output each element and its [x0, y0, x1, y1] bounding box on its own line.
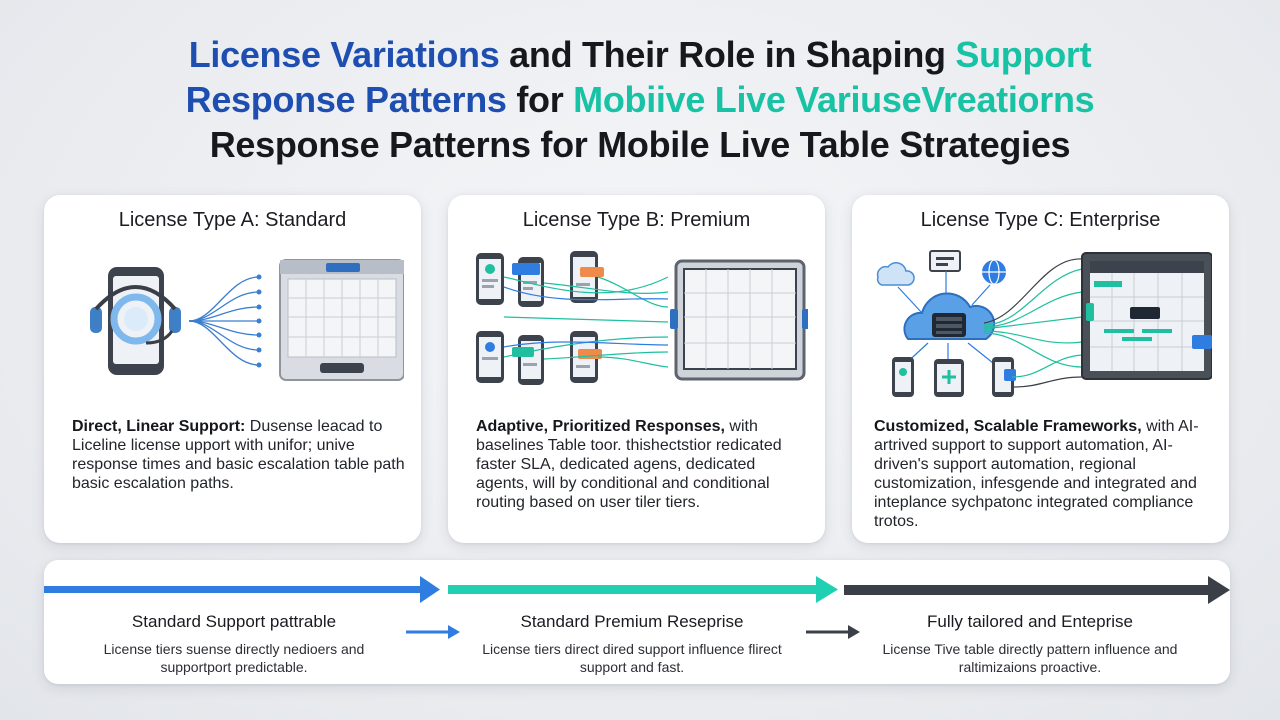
connection-lines — [188, 276, 260, 366]
card-description: Adaptive, Prioritized Responses, with ba… — [476, 418, 782, 511]
globe-icon — [982, 259, 1006, 285]
support-pattern-panel — [44, 560, 1230, 684]
tablet-icon — [934, 359, 964, 397]
cloud-server-icon — [903, 292, 996, 340]
cloud-small-icon — [876, 262, 915, 286]
phone-icon — [476, 331, 504, 383]
card-title: License Type B: Premium — [522, 209, 751, 231]
standard-support-illustration — [90, 259, 404, 381]
stage-title: Fully tailored and Enteprise — [926, 612, 1133, 631]
stage-description: License tiers suense directly nedioers a… — [103, 641, 365, 675]
phone-icon — [992, 357, 1016, 397]
stage-description: License Tive table directly pattern infl… — [882, 641, 1178, 675]
phone-icon — [476, 253, 504, 305]
stage-enterprise: Fully tailored and Enteprise License Tiv… — [840, 612, 1220, 676]
arrow-right-icon — [448, 576, 838, 603]
card-title: License Type A: Standard — [118, 209, 347, 231]
phone-icon — [512, 257, 544, 307]
headset-phone-icon — [90, 267, 181, 375]
stage-title: Standard Premium Reseprise — [520, 612, 744, 631]
arrow-right-icon — [44, 576, 440, 603]
progression-arrows — [44, 576, 1230, 604]
arrow-right-icon — [844, 576, 1230, 604]
enterprise-support-illustration — [876, 250, 1212, 397]
title-line-3: Response Patterns for Mobile Live Table … — [209, 124, 1071, 165]
card-title: License Type C: Enterprise — [920, 209, 1161, 231]
premium-support-illustration — [476, 251, 808, 385]
live-table-icon — [670, 259, 808, 381]
card-description: Direct, Linear Support: Dusense leacad t… — [72, 418, 405, 492]
live-table-icon — [279, 259, 404, 381]
stage-title: Standard Support pattrable — [131, 612, 337, 631]
phone-icon — [892, 357, 914, 397]
arrow-right-icon — [406, 625, 460, 639]
card-license-enterprise: License Type C: Enterprise — [852, 195, 1229, 543]
card-description: Customized, Scalable Frameworks, with AI… — [874, 418, 1199, 530]
routing-lines — [983, 268, 1083, 378]
title-highlight-blue: License Variations — [188, 34, 500, 75]
arrow-right-icon — [806, 625, 860, 639]
routing-lines — [503, 276, 669, 368]
live-table-icon — [1081, 252, 1212, 380]
monitor-icon — [929, 250, 961, 272]
stage-premium: Standard Premium Reseprise License tiers… — [442, 612, 822, 676]
stage-description: License tiers direct dired support influ… — [482, 641, 782, 675]
stage-standard: Standard Support pattrable License tiers… — [44, 612, 424, 676]
page-title: License Variations and Their Role in Sha… — [0, 32, 1280, 167]
title-line-1: License Variations and Their Role in Sha… — [188, 34, 1092, 75]
title-line-2: Response Patterns for Mobiive Live Variu… — [185, 79, 1095, 120]
title-highlight-teal: Support — [955, 34, 1092, 75]
card-license-premium: License Type B: Premium — [448, 195, 825, 543]
card-license-standard: License Type A: Standard — [44, 195, 421, 543]
